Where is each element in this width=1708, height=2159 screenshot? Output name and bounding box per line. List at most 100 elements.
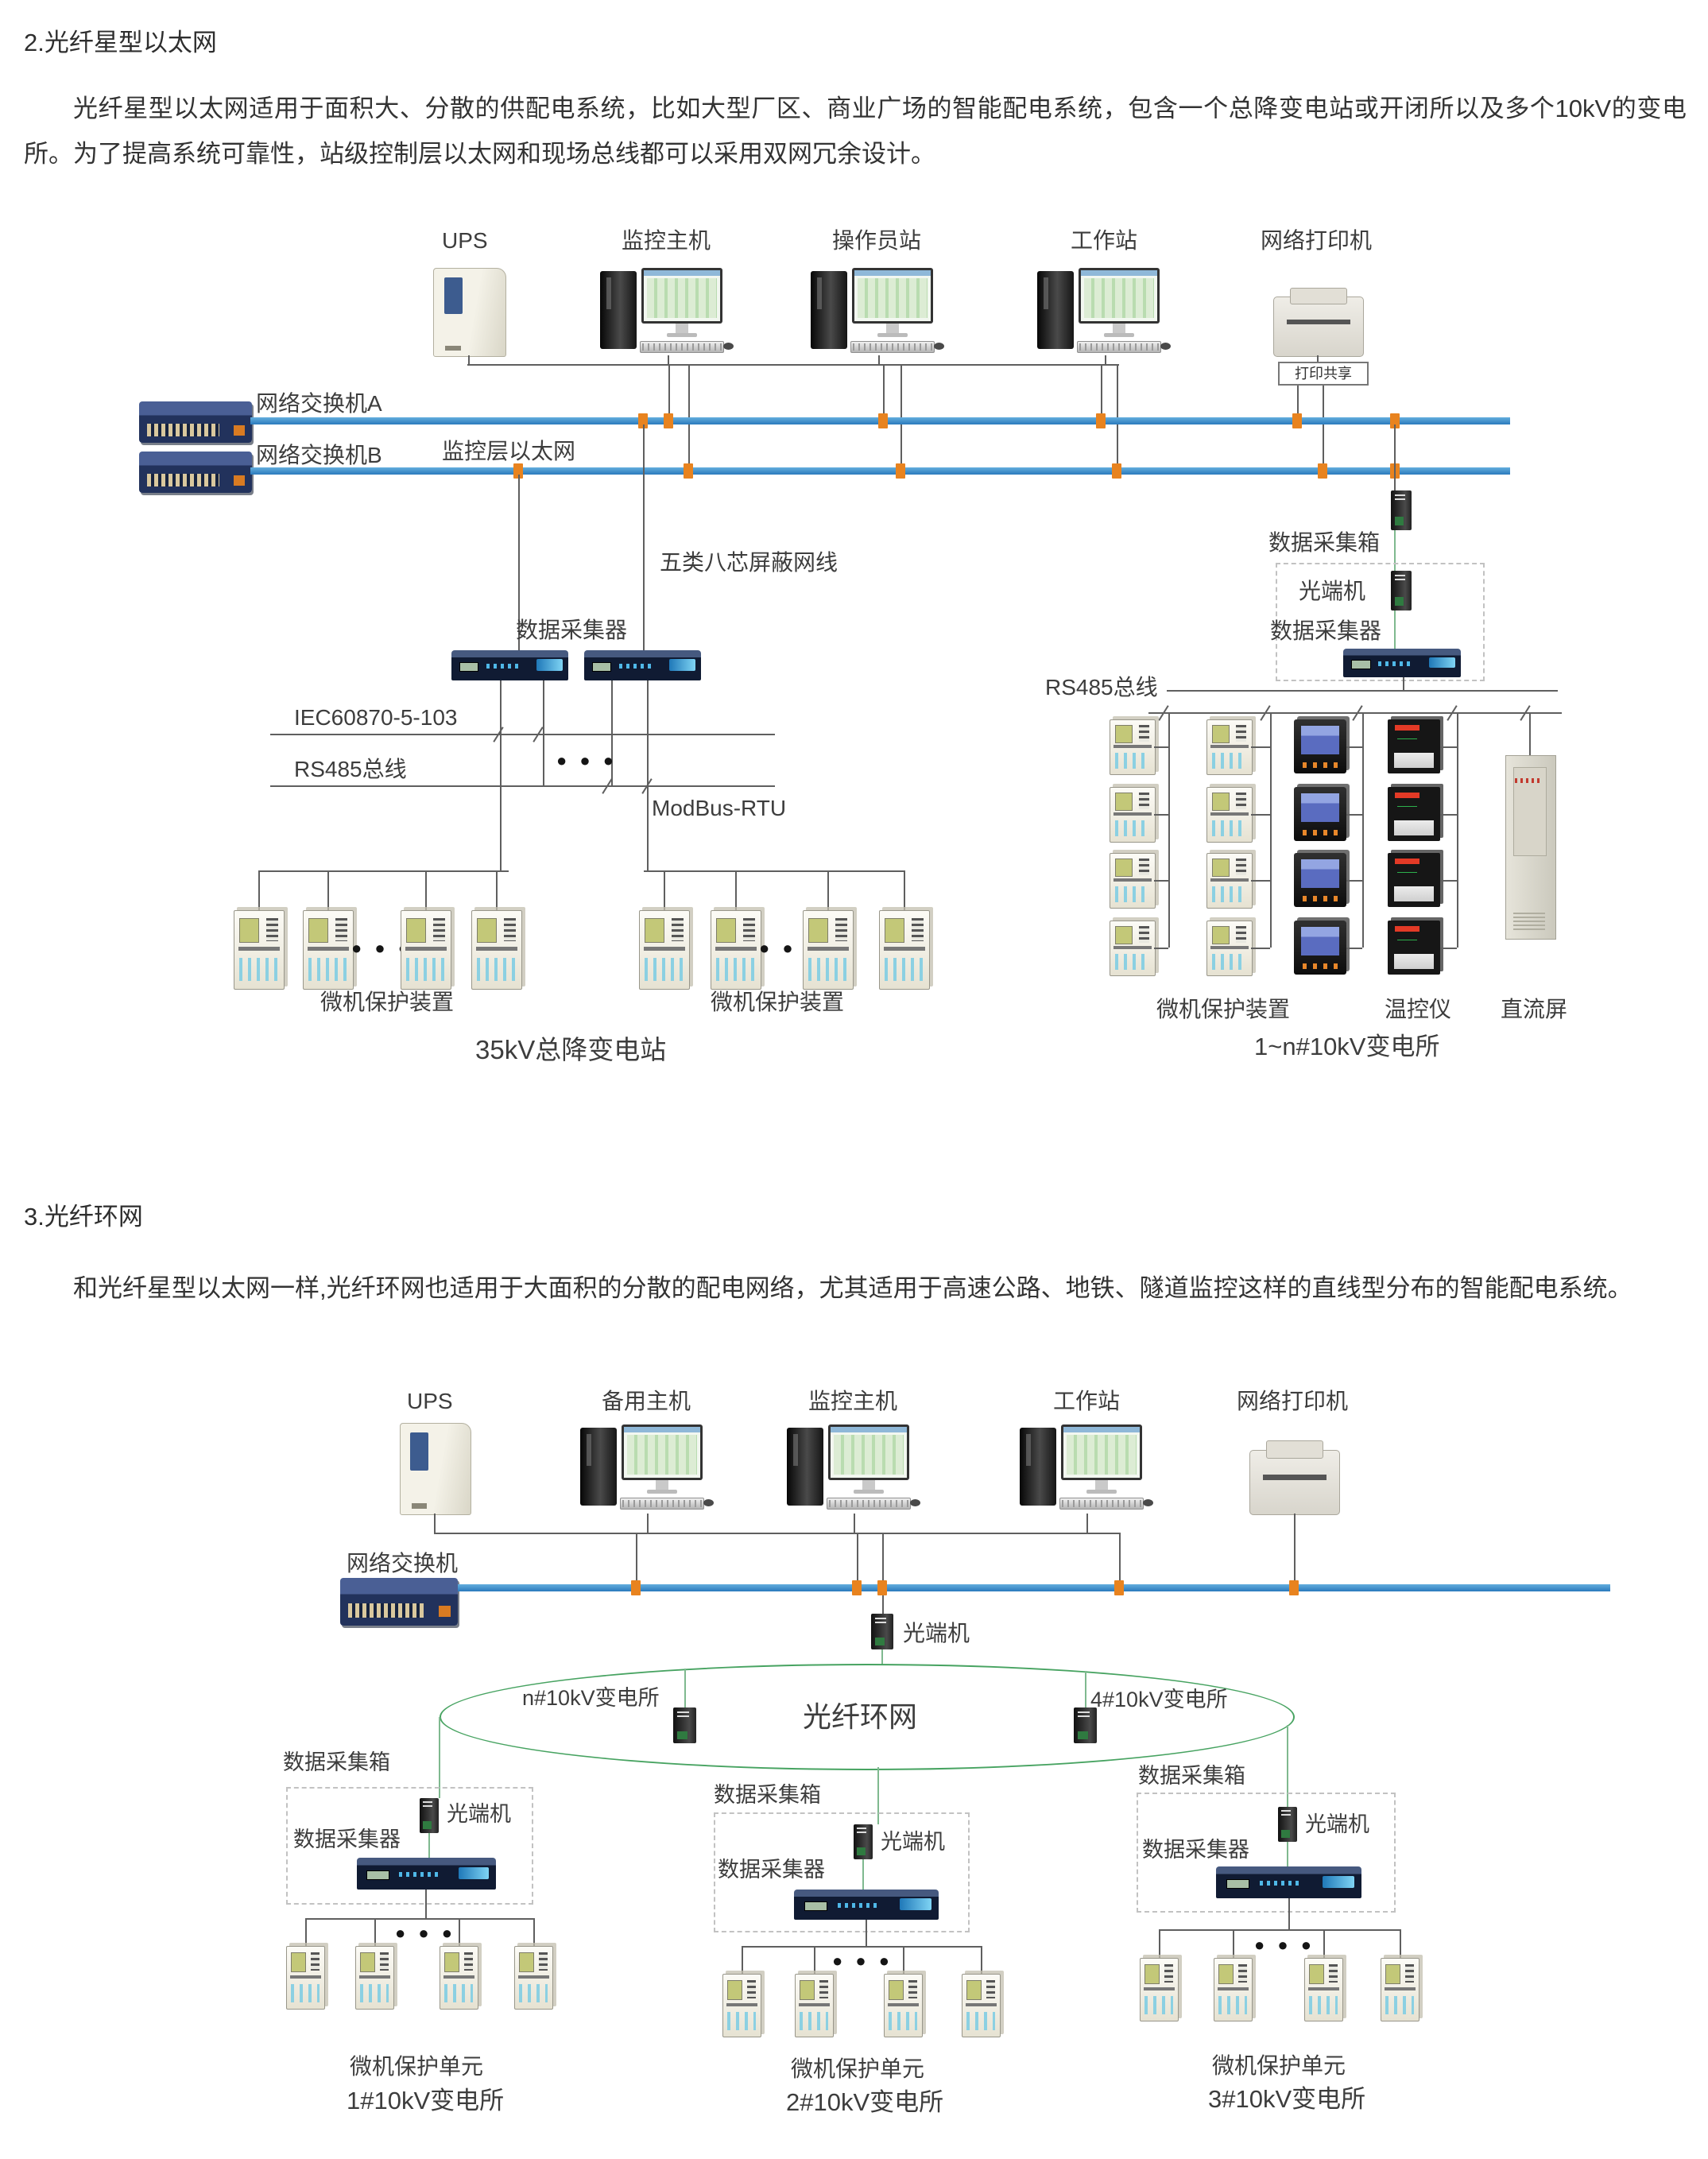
d1-protection-left1-label: 微机保护装置 (320, 990, 455, 1014)
connector-line (1159, 1929, 1160, 1958)
bus-tap (1096, 413, 1106, 428)
bus-tap (1318, 463, 1327, 479)
connector-line (1403, 677, 1404, 690)
d1-protection-left2-label: 微机保护装置 (711, 990, 845, 1014)
d2-g1-optical-label: 光端机 (447, 1802, 511, 1826)
fiber-line (881, 1649, 883, 1665)
protection-device-icon (803, 910, 854, 990)
connector-line (735, 870, 737, 910)
protection-device-icon (1206, 853, 1253, 909)
protection-device-icon (1381, 1958, 1419, 2021)
d2-g2-data-box-label: 数据采集箱 (714, 1783, 821, 1807)
connector-line (496, 870, 498, 910)
bus-tap (638, 413, 648, 428)
printer-icon (1249, 1440, 1340, 1515)
connector-line (518, 475, 520, 652)
d1-operator-station-label: 操作员站 (832, 228, 922, 253)
connector-line (1251, 880, 1270, 882)
protection-device-icon (1110, 853, 1156, 909)
connector-line (459, 1918, 460, 1946)
connector-line (1270, 712, 1272, 948)
connector-line (533, 1918, 535, 1946)
connector-line (1154, 746, 1168, 748)
bus-tap (1390, 413, 1400, 428)
protection-device-icon (711, 910, 761, 990)
connector-line (866, 1920, 867, 1946)
computer-icon (811, 268, 946, 355)
group-bus-line (305, 1918, 533, 1920)
d2-backup-host-label: 备用主机 (602, 1389, 691, 1413)
fiber-line (862, 1859, 864, 1890)
protection-device-icon (401, 910, 451, 990)
connector-line (827, 870, 829, 910)
ethernet-bus (458, 1584, 1610, 1591)
connector-line (742, 1946, 743, 1974)
d2-g1-collector-label: 数据采集器 (293, 1828, 401, 1851)
d1-data-collector-left-label: 数据采集器 (516, 618, 628, 642)
protection-device-icon (879, 910, 930, 990)
connector-line (688, 364, 690, 467)
connector-line (1105, 355, 1106, 364)
d1-monitor-host-label: 监控主机 (622, 228, 711, 253)
protection-device-icon (514, 1946, 553, 2010)
d2-g1-station-label: 1#10kV变电所 (347, 2087, 505, 2114)
group-bus-line (742, 1946, 981, 1948)
connector-line (305, 1918, 307, 1946)
optical-terminal-icon (673, 1707, 696, 1743)
protection-device-icon (471, 910, 522, 990)
protection-device-icon (1206, 719, 1253, 775)
connector-line (1457, 712, 1458, 948)
connector-line (981, 1946, 982, 1974)
fiber-line (1287, 1725, 1288, 1807)
fiber-line (439, 1717, 440, 1798)
d1-monitor-ethernet-label: 监控层以太网 (442, 439, 576, 463)
meter-icon (1294, 787, 1346, 841)
protection-device-icon (639, 910, 690, 990)
d1-rs485-right-label: RS485总线 (1045, 675, 1158, 700)
connector-line (1101, 364, 1102, 417)
ellipsis-dots: ● ● ● (395, 1923, 457, 1943)
d1-iec-protocol-label: IEC60870-5-103 (294, 705, 458, 730)
d2-g3-collector-label: 数据采集器 (1142, 1838, 1249, 1862)
section3-title: 3.光纤环网 (24, 1203, 143, 1231)
protection-device-icon (303, 910, 354, 990)
connector-line (814, 1946, 815, 1974)
temp-controller-icon (1388, 719, 1440, 773)
protection-device-icon (1206, 921, 1253, 976)
ups-tower-icon (433, 268, 506, 357)
data-collector-icon (1343, 649, 1461, 677)
bus-tap (896, 463, 905, 479)
d2-g3-station-label: 3#10kV变电所 (1208, 2085, 1366, 2113)
protection-device-icon (1110, 921, 1156, 976)
protection-device-icon (234, 910, 285, 990)
connector-line (1251, 948, 1270, 949)
connector-line (1440, 814, 1457, 816)
data-collector-icon (451, 650, 568, 680)
connector-line (1294, 1514, 1296, 1584)
connector-line (467, 364, 1119, 366)
dc-panel-cabinet-icon (1505, 755, 1556, 940)
connector-line (1154, 814, 1168, 816)
connector-line (664, 870, 665, 910)
connector-line (882, 1533, 884, 1614)
connector-line (647, 680, 649, 870)
data-collector-icon (357, 1858, 496, 1890)
connector-line (1317, 355, 1319, 362)
d2-station-4-label: 4#10kV变电所 (1090, 1688, 1228, 1711)
connector-line (668, 355, 669, 364)
connector-line (1297, 386, 1299, 417)
protocol-bus-line (270, 734, 775, 735)
d2-g3-data-box-label: 数据采集箱 (1138, 1764, 1245, 1788)
optical-terminal-icon (1391, 571, 1412, 610)
connector-line (434, 1533, 1119, 1534)
temp-controller-icon (1388, 787, 1440, 841)
optical-terminal-icon (871, 1614, 893, 1649)
rs485-bus-line (1148, 712, 1562, 714)
connector-line (668, 364, 670, 417)
connector-line (1440, 880, 1457, 882)
section3-paragraph: 和光纤星型以太网一样,光纤环网也适用于大面积的分散的配电网络，尤其适用于高速公路… (73, 1274, 1632, 1302)
d1-data-collector-right-label: 数据采集器 (1270, 618, 1382, 643)
ups-tower-icon (400, 1423, 471, 1515)
optical-terminal-icon (1278, 1807, 1297, 1842)
